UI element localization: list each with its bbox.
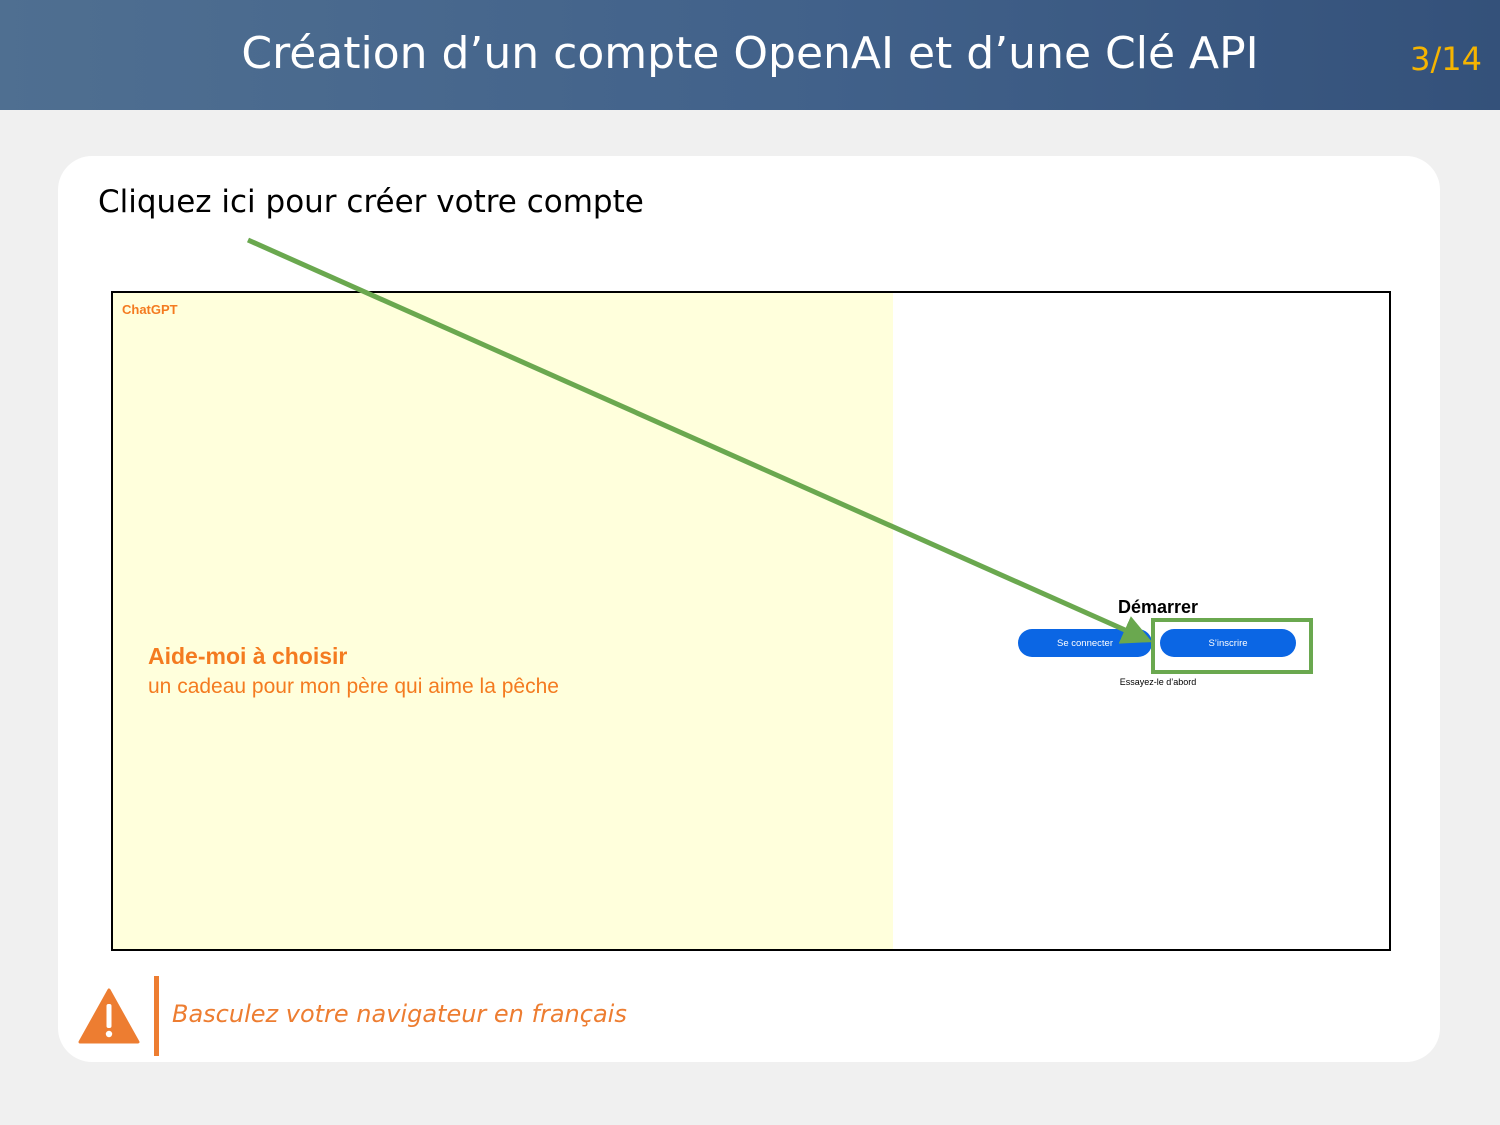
chatgpt-brand: ChatGPT [122,302,178,317]
login-button[interactable]: Se connecter [1018,629,1152,657]
slide-header: Création d’un compte OpenAI et d’une Clé… [0,0,1500,110]
left-panel: ChatGPT Aide-moi à choisir un cadeau pou… [113,293,893,949]
page-number: 3/14 [1410,40,1482,78]
prompt-title: Aide-moi à choisir [148,643,348,669]
prompt-subtitle: un cadeau pour mon père qui aime la pêch… [148,675,559,698]
start-heading: Démarrer [1117,597,1199,617]
slide-title: Création d’un compte OpenAI et d’une Clé… [241,28,1259,79]
instruction-text: Cliquez ici pour créer votre compte [98,184,644,220]
warning-divider [154,976,159,1056]
signup-button[interactable]: S’inscrire [1160,629,1296,657]
warning-text: Basculez votre navigateur en français [172,1000,627,1028]
warning-triangle-icon [78,988,140,1044]
try-first-link[interactable]: Essayez-le d’abord [1119,677,1197,687]
signup-highlight-box [1151,618,1313,674]
